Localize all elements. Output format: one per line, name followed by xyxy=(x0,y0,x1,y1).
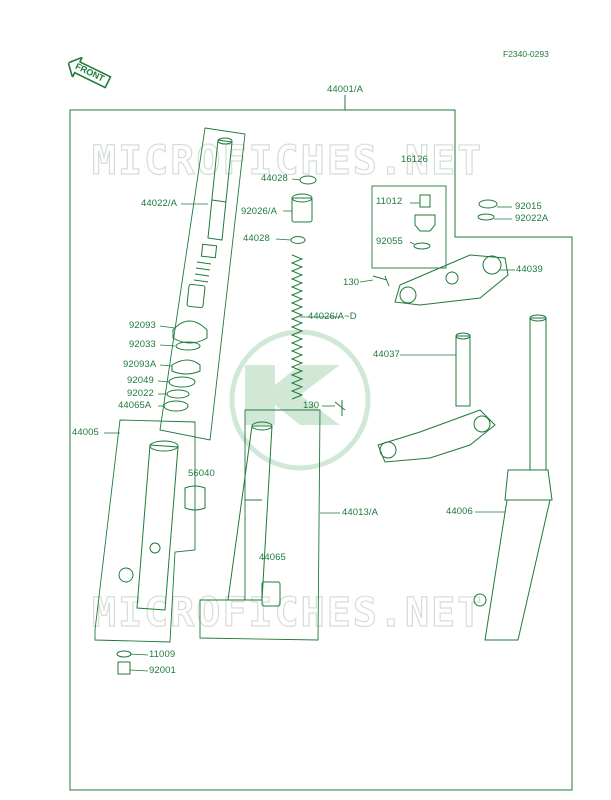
right-small-parts xyxy=(477,199,498,221)
part-label-130-top: 130 xyxy=(343,277,360,288)
kawasaki-logo-watermark xyxy=(229,329,371,471)
16126-box xyxy=(371,185,447,269)
part-label-44065a: 44065A xyxy=(118,400,152,411)
part-label-92049: 92049 xyxy=(127,375,154,386)
part-label-11012: 11012 xyxy=(376,196,403,207)
cartridge-tube xyxy=(186,137,233,309)
part-label-44001a: 44001/A xyxy=(327,84,364,95)
left-outer-tube xyxy=(118,440,206,611)
part-label-92015: 92015 xyxy=(515,201,542,212)
bolt-130-mid xyxy=(334,400,346,416)
cartridge-group-box xyxy=(159,127,246,441)
part-label-44013a: 44013/A xyxy=(342,507,379,518)
leader-lines xyxy=(104,178,515,672)
assembly-outline xyxy=(69,109,573,791)
left-tube-box xyxy=(94,419,196,643)
part-label-44065: 44065 xyxy=(259,552,286,563)
part-label-16126: 16126 xyxy=(401,154,428,165)
part-label-44006: 44006 xyxy=(446,506,473,517)
part-label-44026: 44026/A~D xyxy=(308,311,357,322)
part-label-92055: 92055 xyxy=(376,236,403,247)
air-valve-parts xyxy=(413,194,436,250)
right-fork-assembly xyxy=(473,314,553,641)
upper-bracket xyxy=(394,254,509,306)
part-label-92033: 92033 xyxy=(129,339,156,350)
part-label-44028-top: 44028 xyxy=(261,173,288,184)
front-arrow: FRONT xyxy=(64,53,115,93)
figure-code: F2340-0293 xyxy=(503,49,549,59)
bolt-130-top xyxy=(372,275,390,287)
fork-spring xyxy=(290,254,304,400)
part-label-56040: 56040 xyxy=(188,468,215,479)
part-label-92001: 92001 xyxy=(149,665,176,676)
spring-seat-parts xyxy=(290,175,317,244)
watermark-bottom: MICROFICHES.NET xyxy=(91,589,484,636)
part-label-92022: 92022 xyxy=(127,388,154,399)
watermark-top: MICROFICHES.NET xyxy=(91,137,484,184)
inner-tube-box xyxy=(199,409,321,641)
part-label-11009: 11009 xyxy=(149,649,176,660)
inner-tube xyxy=(227,421,281,607)
steering-stem xyxy=(377,332,496,463)
part-label-44028-mid: 44028 xyxy=(243,233,270,244)
part-label-92093: 92093 xyxy=(129,320,156,331)
part-label-92022a-right: 92022A xyxy=(515,213,549,224)
part-label-44022a: 44022/A xyxy=(141,198,178,209)
part-label-92093a: 92093A xyxy=(123,359,157,370)
part-label-44005: 44005 xyxy=(72,427,99,438)
part-label-44039: 44039 xyxy=(516,264,543,275)
bottom-bolts xyxy=(116,650,132,675)
part-label-44037: 44037 xyxy=(373,349,400,360)
part-label-130-mid: 130 xyxy=(303,400,320,411)
part-label-92026a: 92026/A xyxy=(241,206,278,217)
